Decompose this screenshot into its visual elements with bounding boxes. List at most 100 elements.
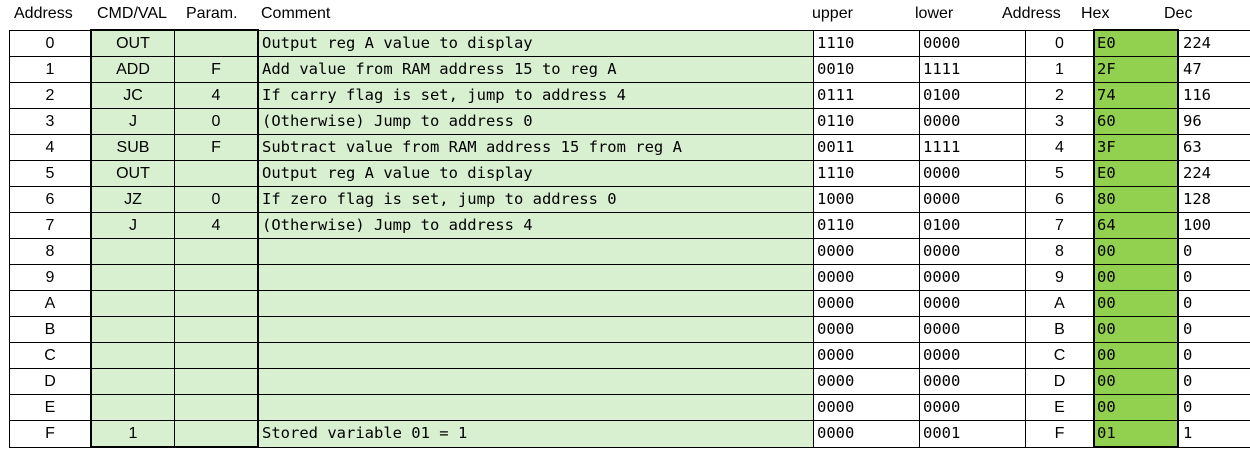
cell-dec[interactable]: 96 bbox=[1177, 108, 1250, 135]
header-cmd-val[interactable]: CMD/VAL bbox=[97, 5, 167, 22]
cell-upper-nibble[interactable]: 0111 bbox=[813, 82, 920, 109]
cell-param[interactable] bbox=[174, 29, 259, 57]
cell-param[interactable]: F bbox=[174, 56, 259, 83]
cell-param[interactable]: 0 bbox=[174, 108, 259, 135]
cell-cmd-val[interactable]: 1 bbox=[90, 420, 175, 448]
cell-address[interactable]: C bbox=[9, 342, 92, 369]
cell-upper-nibble[interactable]: 0000 bbox=[813, 264, 920, 291]
cell-address-2[interactable]: 3 bbox=[1025, 108, 1095, 135]
cell-address-2[interactable]: 6 bbox=[1025, 186, 1095, 213]
cell-lower-nibble[interactable]: 1111 bbox=[919, 134, 1026, 161]
cell-dec[interactable]: 0 bbox=[1177, 368, 1250, 395]
cell-hex[interactable]: 00 bbox=[1093, 264, 1179, 291]
cell-param[interactable]: F bbox=[174, 134, 259, 161]
cell-comment[interactable]: If zero flag is set, jump to address 0 bbox=[257, 186, 814, 213]
cell-upper-nibble[interactable]: 0110 bbox=[813, 212, 920, 239]
cell-dec[interactable]: 0 bbox=[1177, 394, 1250, 421]
cell-dec[interactable]: 1 bbox=[1177, 420, 1250, 448]
cell-dec[interactable]: 0 bbox=[1177, 290, 1250, 317]
cell-upper-nibble[interactable]: 0000 bbox=[813, 368, 920, 395]
cell-address[interactable]: 0 bbox=[9, 29, 92, 57]
cell-param[interactable] bbox=[174, 238, 259, 265]
cell-address[interactable]: 2 bbox=[9, 82, 92, 109]
cell-address-2[interactable]: 2 bbox=[1025, 82, 1095, 109]
header-dec[interactable]: Dec bbox=[1164, 5, 1193, 22]
cell-hex[interactable]: 01 bbox=[1093, 420, 1179, 448]
cell-comment[interactable] bbox=[257, 238, 814, 265]
cell-dec[interactable]: 100 bbox=[1177, 212, 1250, 239]
cell-hex[interactable]: 3F bbox=[1093, 134, 1179, 161]
cell-lower-nibble[interactable]: 0000 bbox=[919, 342, 1026, 369]
cell-address[interactable]: D bbox=[9, 368, 92, 395]
cell-lower-nibble[interactable]: 0000 bbox=[919, 29, 1026, 57]
cell-hex[interactable]: 00 bbox=[1093, 290, 1179, 317]
cell-dec[interactable]: 116 bbox=[1177, 82, 1250, 109]
cell-cmd-val[interactable]: ADD bbox=[90, 56, 175, 83]
cell-lower-nibble[interactable]: 0000 bbox=[919, 264, 1026, 291]
cell-param[interactable] bbox=[174, 368, 259, 395]
cell-param[interactable] bbox=[174, 394, 259, 421]
cell-comment[interactable]: Subtract value from RAM address 15 from … bbox=[257, 134, 814, 161]
header-address-2[interactable]: Address bbox=[1002, 5, 1061, 22]
cell-hex[interactable]: E0 bbox=[1093, 160, 1179, 187]
cell-hex[interactable]: 74 bbox=[1093, 82, 1179, 109]
cell-address[interactable]: 7 bbox=[9, 212, 92, 239]
cell-address-2[interactable]: 7 bbox=[1025, 212, 1095, 239]
cell-address-2[interactable]: 0 bbox=[1025, 29, 1095, 57]
cell-param[interactable]: 4 bbox=[174, 212, 259, 239]
cell-comment[interactable] bbox=[257, 264, 814, 291]
cell-lower-nibble[interactable]: 0000 bbox=[919, 290, 1026, 317]
cell-upper-nibble[interactable]: 0010 bbox=[813, 56, 920, 83]
cell-address-2[interactable]: E bbox=[1025, 394, 1095, 421]
cell-cmd-val[interactable]: J bbox=[90, 108, 175, 135]
cell-hex[interactable]: 60 bbox=[1093, 108, 1179, 135]
header-comment[interactable]: Comment bbox=[261, 5, 331, 22]
cell-comment[interactable] bbox=[257, 316, 814, 343]
cell-upper-nibble[interactable]: 0000 bbox=[813, 290, 920, 317]
cell-address[interactable]: 1 bbox=[9, 56, 92, 83]
cell-cmd-val[interactable]: J bbox=[90, 212, 175, 239]
cell-cmd-val[interactable] bbox=[90, 394, 175, 421]
cell-lower-nibble[interactable]: 0000 bbox=[919, 160, 1026, 187]
cell-lower-nibble[interactable]: 0000 bbox=[919, 108, 1026, 135]
cell-address-2[interactable]: 4 bbox=[1025, 134, 1095, 161]
cell-cmd-val[interactable]: JC bbox=[90, 82, 175, 109]
cell-cmd-val[interactable]: OUT bbox=[90, 160, 175, 187]
cell-address[interactable]: 9 bbox=[9, 264, 92, 291]
cell-upper-nibble[interactable]: 0000 bbox=[813, 394, 920, 421]
cell-comment[interactable] bbox=[257, 394, 814, 421]
cell-cmd-val[interactable]: OUT bbox=[90, 29, 175, 57]
cell-hex[interactable]: 00 bbox=[1093, 316, 1179, 343]
cell-lower-nibble[interactable]: 0100 bbox=[919, 212, 1026, 239]
cell-address[interactable]: 4 bbox=[9, 134, 92, 161]
cell-address[interactable]: B bbox=[9, 316, 92, 343]
cell-dec[interactable]: 128 bbox=[1177, 186, 1250, 213]
cell-cmd-val[interactable]: JZ bbox=[90, 186, 175, 213]
cell-param[interactable] bbox=[174, 264, 259, 291]
cell-hex[interactable]: 80 bbox=[1093, 186, 1179, 213]
cell-upper-nibble[interactable]: 0000 bbox=[813, 342, 920, 369]
header-upper[interactable]: upper bbox=[812, 5, 853, 22]
cell-lower-nibble[interactable]: 0001 bbox=[919, 420, 1026, 448]
cell-address-2[interactable]: D bbox=[1025, 368, 1095, 395]
cell-upper-nibble[interactable]: 0000 bbox=[813, 420, 920, 448]
cell-comment[interactable]: (Otherwise) Jump to address 4 bbox=[257, 212, 814, 239]
cell-dec[interactable]: 63 bbox=[1177, 134, 1250, 161]
cell-cmd-val[interactable] bbox=[90, 342, 175, 369]
cell-address-2[interactable]: 5 bbox=[1025, 160, 1095, 187]
cell-hex[interactable]: 2F bbox=[1093, 56, 1179, 83]
cell-address-2[interactable]: F bbox=[1025, 420, 1095, 448]
cell-comment[interactable] bbox=[257, 368, 814, 395]
header-hex[interactable]: Hex bbox=[1081, 5, 1110, 22]
header-param[interactable]: Param. bbox=[186, 5, 238, 22]
cell-hex[interactable]: 64 bbox=[1093, 212, 1179, 239]
cell-address[interactable]: F bbox=[9, 420, 92, 448]
cell-dec[interactable]: 0 bbox=[1177, 238, 1250, 265]
cell-dec[interactable]: 0 bbox=[1177, 264, 1250, 291]
cell-address-2[interactable]: C bbox=[1025, 342, 1095, 369]
cell-param[interactable] bbox=[174, 342, 259, 369]
cell-hex[interactable]: 00 bbox=[1093, 238, 1179, 265]
cell-hex[interactable]: 00 bbox=[1093, 342, 1179, 369]
cell-address-2[interactable]: 1 bbox=[1025, 56, 1095, 83]
cell-address-2[interactable]: B bbox=[1025, 316, 1095, 343]
